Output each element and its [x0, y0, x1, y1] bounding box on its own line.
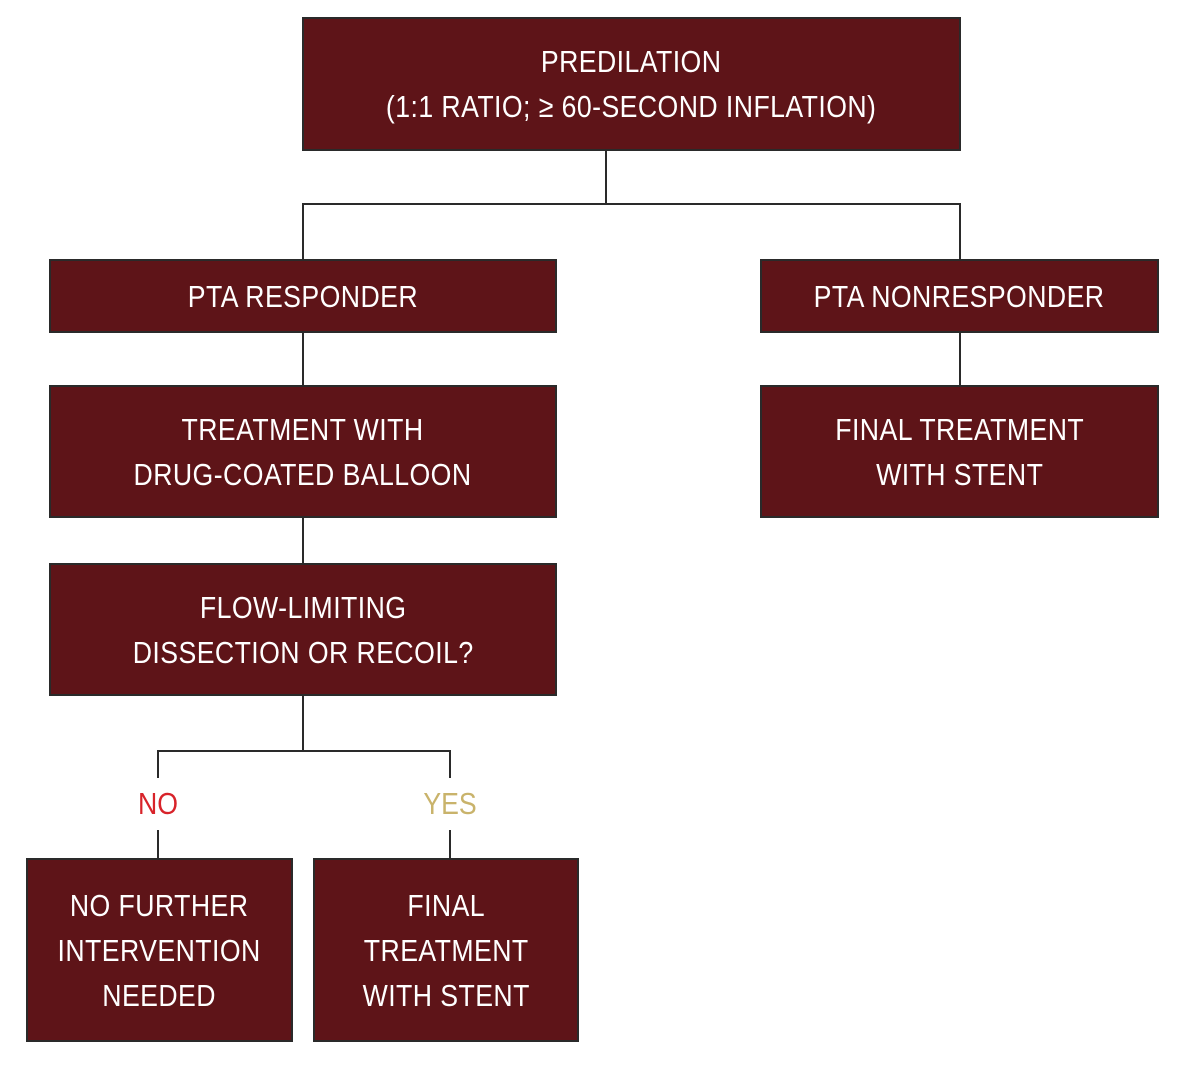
node-final-stent-right-line-1: FINAL TREATMENT: [835, 411, 1084, 447]
node-final-stent-yes-line-3: WITH STENT: [362, 977, 530, 1013]
node-flow-limiting-line-2: DISSECTION OR RECOIL?: [132, 634, 474, 670]
connector-top-horizontal: [302, 203, 961, 205]
connector-to-nonresponder: [959, 203, 961, 261]
node-treatment-dcb-line-1: TREATMENT WITH: [181, 411, 424, 447]
node-pta-responder: PTA RESPONDER: [49, 259, 557, 333]
connector-bottom-horizontal: [157, 750, 451, 752]
node-no-further: NO FURTHER INTERVENTION NEEDED: [26, 858, 293, 1042]
node-no-further-line-2: INTERVENTION: [57, 932, 262, 968]
connector-predilation-down: [605, 150, 607, 204]
node-treatment-dcb: TREATMENT WITH DRUG-COATED BALLOON: [49, 385, 557, 518]
connector-nonresponder-to-stent: [959, 332, 961, 386]
connector-to-yes-label: [449, 750, 451, 778]
node-pta-nonresponder-line-1: PTA NONRESPONDER: [814, 278, 1105, 314]
node-predilation: PREDILATION (1:1 RATIO; ≥ 60-SECOND INFL…: [302, 17, 961, 151]
branch-label-no: NO: [138, 786, 178, 821]
node-no-further-line-1: NO FURTHER: [70, 887, 249, 923]
node-final-stent-yes: FINAL TREATMENT WITH STENT: [313, 858, 579, 1042]
node-treatment-dcb-line-2: DRUG-COATED BALLOON: [133, 456, 473, 492]
connector-to-no-label: [157, 750, 159, 778]
node-no-further-line-3: NEEDED: [102, 977, 217, 1013]
node-final-stent-right: FINAL TREATMENT WITH STENT: [760, 385, 1159, 518]
node-final-stent-yes-line-1: FINAL: [407, 887, 485, 923]
node-pta-nonresponder: PTA NONRESPONDER: [760, 259, 1159, 333]
branch-label-yes: YES: [423, 786, 477, 821]
connector-to-responder: [302, 203, 304, 261]
connector-no-to-box: [157, 830, 159, 859]
node-final-stent-yes-line-2: TREATMENT: [363, 932, 529, 968]
node-pta-responder-line-1: PTA RESPONDER: [187, 278, 419, 314]
node-predilation-line-1: PREDILATION: [541, 44, 722, 79]
connector-dcb-to-flow: [302, 517, 304, 564]
node-flow-limiting: FLOW-LIMITING DISSECTION OR RECOIL?: [49, 563, 557, 696]
connector-flow-down: [302, 695, 304, 752]
node-final-stent-right-line-2: WITH STENT: [875, 456, 1044, 492]
node-flow-limiting-line-1: FLOW-LIMITING: [199, 589, 407, 625]
connector-responder-to-dcb: [302, 332, 304, 386]
node-predilation-line-2: (1:1 RATIO; ≥ 60-SECOND INFLATION): [386, 89, 877, 124]
connector-yes-to-box: [449, 830, 451, 859]
